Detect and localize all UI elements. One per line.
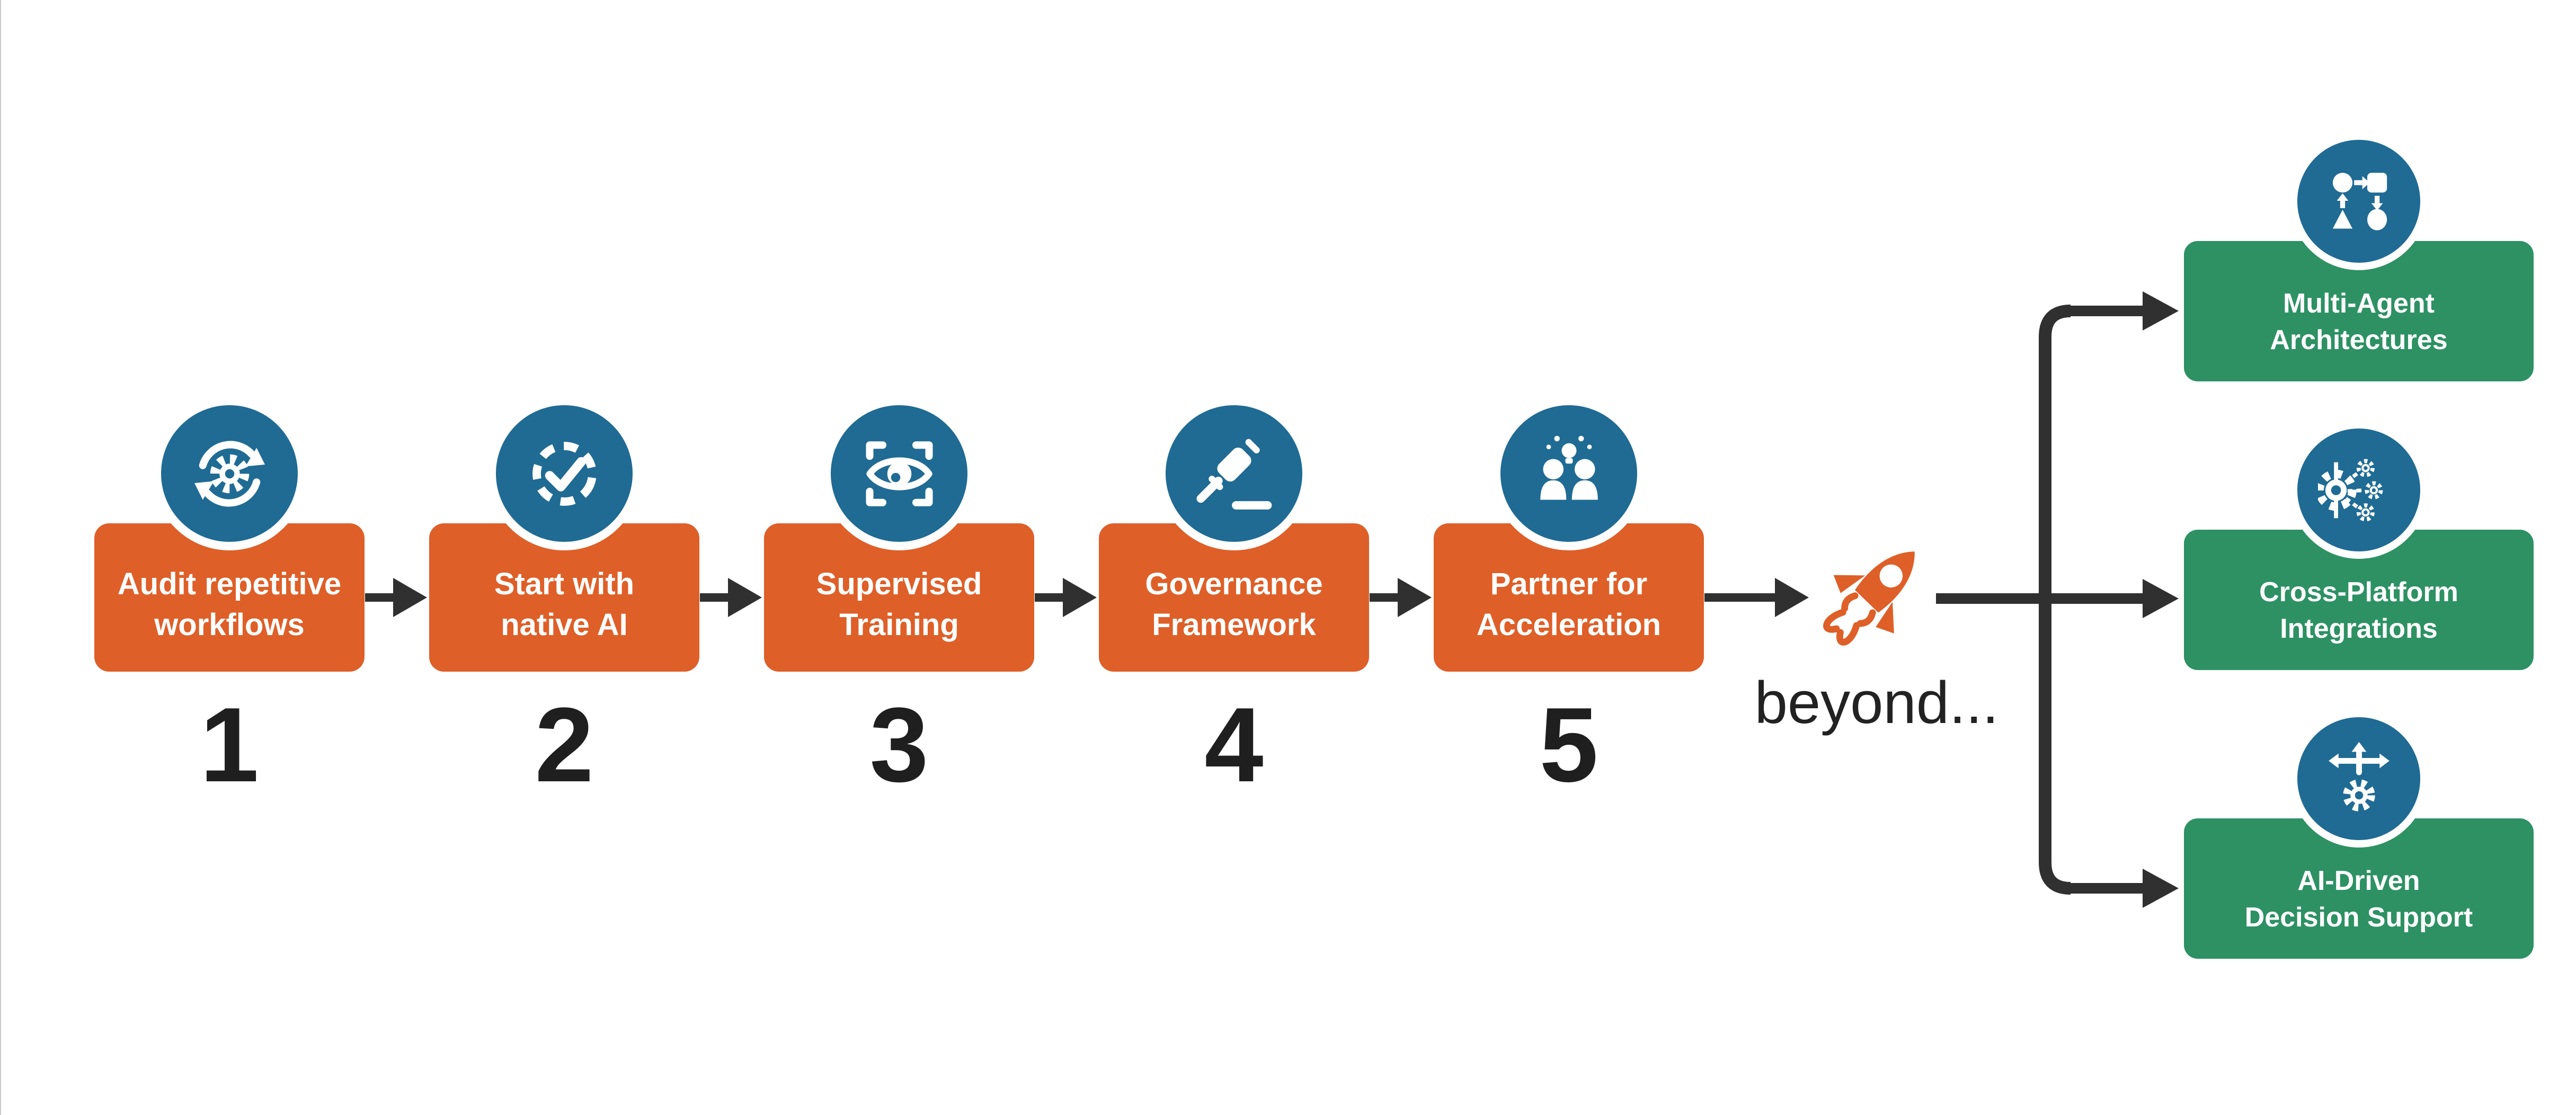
step-1-icon-badge — [153, 397, 306, 550]
step-5-number: 5 — [1539, 686, 1598, 804]
step-2-icon-badge — [487, 397, 641, 550]
outcome-1-label: Multi-Agent Architectures — [2270, 288, 2448, 355]
step-2-number: 2 — [535, 686, 594, 804]
outcome-2-label: Cross-Platform Integrations — [2259, 576, 2458, 644]
step-2-box: Start with native AI — [429, 523, 699, 672]
step-5-icon-badge — [1492, 397, 1646, 550]
step-3-icon-badge — [822, 397, 976, 550]
direction-arrows-gear-icon — [2328, 742, 2390, 811]
step-3-label: Supervised Training — [816, 567, 982, 642]
gavel-icon — [1196, 439, 1272, 510]
multi-agent-flow-icon — [2332, 172, 2387, 230]
outcome-3-icon-badge — [2290, 710, 2428, 848]
step-4-label: Governance Framework — [1145, 567, 1323, 642]
outcome-3-label: AI-Driven Decision Support — [2244, 865, 2473, 933]
step-3-number: 3 — [869, 686, 929, 804]
sync-gear-icon — [194, 441, 265, 506]
step-3-box: Supervised Training — [764, 523, 1034, 672]
dashed-check-icon — [532, 441, 597, 506]
beyond-label: beyond... — [1754, 670, 1999, 736]
rocket-icon — [1804, 523, 1939, 670]
step-4-icon-badge — [1157, 397, 1311, 550]
outcome-1-icon-badge — [2290, 132, 2428, 270]
partners-idea-icon — [1540, 435, 1598, 499]
step-5-label: Partner for Acceleration — [1476, 567, 1662, 642]
step-4-number: 4 — [1204, 686, 1264, 804]
outcome-2-icon-badge — [2290, 421, 2428, 559]
step-2-label: Start with native AI — [494, 567, 635, 642]
eye-scan-icon — [866, 441, 932, 506]
step-1-number: 1 — [200, 686, 259, 804]
step-1-label: Audit repetitive workflows — [117, 567, 342, 642]
connected-gears-icon — [2317, 459, 2383, 521]
